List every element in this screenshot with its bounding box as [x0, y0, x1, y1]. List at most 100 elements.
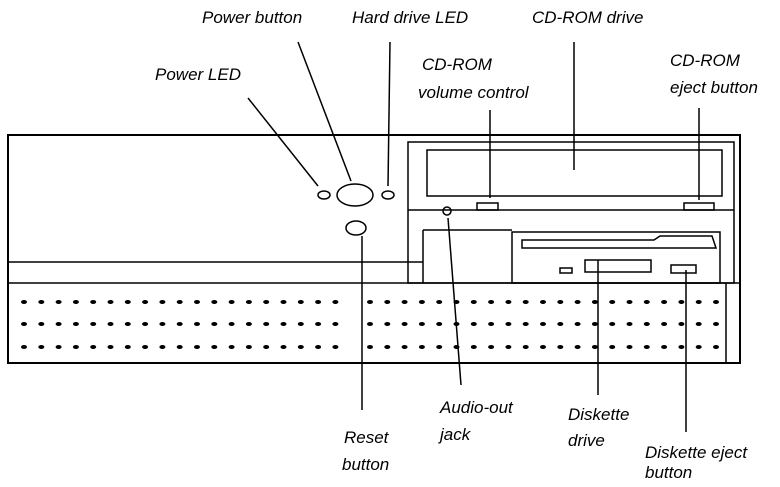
vent-hole: [591, 345, 598, 349]
vent-hole: [384, 322, 391, 326]
vent-hole: [488, 300, 495, 304]
ventilation-holes: [21, 300, 719, 349]
vent-hole: [332, 322, 339, 326]
vent-hole: [263, 300, 270, 304]
label-power-led: Power LED: [155, 65, 241, 84]
vent-hole: [142, 322, 149, 326]
vent-hole: [263, 345, 270, 349]
vent-hole: [90, 300, 97, 304]
vent-hole: [713, 345, 719, 349]
vent-hole: [245, 322, 252, 326]
vent-hole: [159, 322, 166, 326]
vent-hole: [21, 322, 27, 326]
vent-hole: [367, 300, 373, 304]
vent-hole: [263, 322, 270, 326]
vent-hole: [384, 300, 391, 304]
label-power-button: Power button: [202, 8, 302, 27]
vent-hole: [661, 322, 668, 326]
vent-hole: [107, 300, 114, 304]
front-panel-controls: [317, 183, 395, 236]
label-audio-out-line1: Audio-out: [439, 398, 514, 417]
vent-hole: [124, 322, 131, 326]
cdrom-volume-control[interactable]: [476, 202, 499, 211]
vent-hole: [626, 322, 633, 326]
vent-hole: [107, 322, 114, 326]
vent-hole: [315, 322, 322, 326]
leader-lines: [247, 41, 700, 432]
callout-labels: Power button Hard drive LED CD-ROM drive…: [155, 8, 758, 482]
vent-hole: [678, 345, 685, 349]
vent-hole: [107, 345, 114, 349]
vent-hole: [194, 345, 200, 349]
power-button[interactable]: [336, 183, 374, 207]
vent-hole: [245, 300, 252, 304]
vent-hole: [72, 345, 79, 349]
label-diskette-eject-line2: button: [645, 463, 692, 482]
vent-hole: [591, 322, 598, 326]
vent-hole: [315, 345, 322, 349]
diskette-slot: [521, 235, 718, 249]
vent-hole: [609, 322, 616, 326]
label-reset-line2: button: [342, 455, 389, 474]
leader-audio-out: [447, 217, 462, 386]
drive-bays: [407, 141, 735, 284]
power-led: [317, 190, 331, 200]
label-cdrom-eject-line2: eject button: [670, 78, 758, 97]
vent-hole: [574, 345, 581, 349]
vent-hole: [713, 322, 719, 326]
vent-hole: [418, 322, 425, 326]
vent-hole: [557, 300, 564, 304]
vent-hole: [90, 345, 97, 349]
vent-hole: [401, 345, 408, 349]
chassis-outline: [7, 134, 741, 364]
vent-hole: [488, 345, 495, 349]
leader-power-led: [247, 97, 319, 187]
label-cdrom-eject-line1: CD-ROM: [670, 51, 741, 70]
vent-hole: [540, 322, 546, 326]
vent-hole: [367, 345, 373, 349]
vent-hole: [401, 322, 408, 326]
vent-hole: [522, 345, 529, 349]
label-diskette-eject-line1: Diskette eject: [645, 443, 748, 462]
vent-hole: [332, 300, 339, 304]
vent-hole: [72, 300, 79, 304]
vent-hole: [297, 322, 304, 326]
vent-hole: [470, 322, 477, 326]
reset-button[interactable]: [345, 220, 367, 236]
vent-hole: [643, 322, 650, 326]
vent-hole: [695, 300, 702, 304]
vent-hole: [90, 322, 97, 326]
vent-hole: [142, 300, 149, 304]
leader-hard-drive-led: [387, 41, 391, 187]
vent-hole: [297, 300, 304, 304]
vent-hole: [194, 300, 200, 304]
label-cdrom-volume-line2: volume control: [418, 83, 530, 102]
diskette-eject-button[interactable]: [670, 264, 697, 274]
vent-hole: [678, 322, 685, 326]
vent-hole: [678, 300, 685, 304]
diskette-led: [559, 267, 573, 274]
vent-hole: [436, 322, 443, 326]
vent-hole: [643, 300, 650, 304]
vent-hole: [38, 345, 45, 349]
label-reset-line1: Reset: [344, 428, 390, 447]
vent-hole: [557, 345, 564, 349]
vent-hole: [557, 322, 564, 326]
diskette-bay: [511, 231, 721, 284]
vent-hole: [505, 345, 512, 349]
vent-hole: [470, 345, 477, 349]
vent-hole: [280, 300, 287, 304]
label-diskette-drive-line1: Diskette: [568, 405, 629, 424]
audio-out-jack: [442, 206, 452, 216]
vent-hole: [505, 322, 512, 326]
vent-hole: [540, 300, 546, 304]
vent-hole: [522, 322, 529, 326]
vent-hole: [72, 322, 79, 326]
vent-hole: [176, 300, 183, 304]
vent-hole: [297, 345, 304, 349]
vent-hole: [488, 322, 495, 326]
vent-hole: [211, 300, 218, 304]
vent-hole: [280, 345, 287, 349]
cdrom-eject-button[interactable]: [683, 202, 715, 211]
label-diskette-drive-line2: drive: [568, 431, 605, 450]
